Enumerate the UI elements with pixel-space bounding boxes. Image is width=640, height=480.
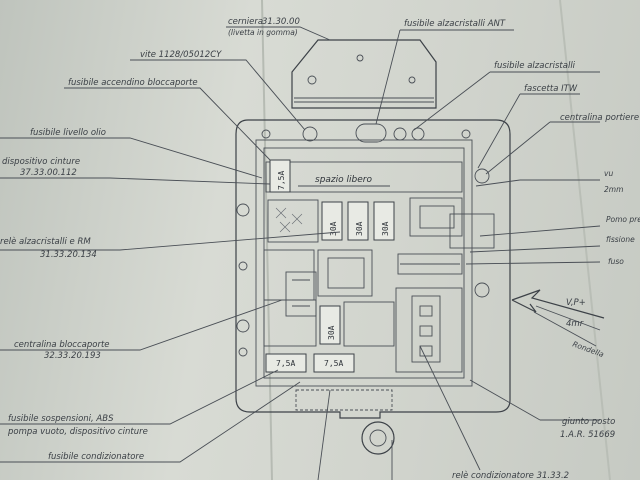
label-pompa: pompa vuoto, dispositivo cinture — [7, 427, 148, 437]
label-rondella: Rondella — [571, 339, 605, 359]
label-centralina-porte: centralina portiere — [560, 113, 639, 123]
label-fusibile-alz-post: fusibile alzacristalli — [494, 61, 576, 71]
direction-arrow — [511, 289, 605, 347]
fuse-f1: 7,5A — [269, 159, 291, 193]
relay-row-upper — [267, 197, 463, 243]
fuse-f5-rating: 30A — [327, 325, 336, 340]
fuse-f3: 30A — [347, 201, 369, 241]
label-right-frag4: Pomo pre — [606, 215, 640, 224]
label-vite: vite 1128/05012CY — [140, 50, 222, 60]
paper-fold — [261, 0, 273, 480]
label-fusibile-livello: fusibile livello olio — [30, 128, 106, 138]
label-dispositivo-code: 37.33.00.112 — [20, 168, 77, 178]
label-right-frag5: fissione — [606, 235, 635, 244]
label-fusibile-cond: fusibile condizionatore — [48, 452, 144, 462]
label-rele-cond: relè condizionatore 31.33.2 — [452, 470, 569, 480]
fuse-f5: 30A — [319, 305, 341, 345]
fuse-f6-rating: 7,5A — [276, 359, 295, 368]
fuse-f6: 7,5A — [265, 353, 307, 373]
label-fusibile-sospensioni: fusibile sospensioni, ABS — [8, 414, 114, 424]
callout-labels: cerniera 31.30.00 (livetta in gomma) fus… — [0, 17, 640, 480]
label-4mr: 4mr — [566, 319, 584, 329]
label-right-frag2: 2mm — [604, 185, 623, 194]
leader-lines — [0, 26, 601, 480]
label-rele-alz-code: 31.33.20.134 — [40, 250, 97, 260]
fuse-f2-rating: 30A — [329, 221, 338, 236]
fuse-f3-rating: 30A — [355, 221, 364, 236]
label-cerniera: cerniera — [228, 17, 263, 27]
label-rele-alz: relè alzacristalli e RM — [0, 236, 91, 247]
label-right-frag1: vu — [604, 169, 613, 178]
label-right-frag3: fuso — [608, 257, 624, 266]
label-vp: V,P+ — [566, 298, 586, 308]
label-giunto: giunto posto — [562, 417, 615, 427]
label-dispositivo-cinture: dispositivo cinture — [2, 157, 80, 167]
relay-row-lower — [263, 287, 463, 373]
fuse-f1-rating: 7,5A — [277, 171, 286, 190]
label-cerniera-note: (livetta in gomma) — [228, 28, 298, 37]
label-centralina-blocco: centralina bloccaporte — [14, 340, 110, 350]
spazio-libero-label: spazio libero — [315, 175, 372, 185]
label-fusibile-accendino: fusibile accendino bloccaporte — [68, 78, 198, 88]
hinge-bracket — [291, 39, 437, 109]
fuse-box-housing — [235, 119, 511, 455]
label-fascetta: fascetta ITW — [524, 84, 578, 94]
fuse-f4: 30A — [373, 201, 395, 241]
fuse-f4-rating: 30A — [381, 221, 390, 236]
fuse-f7: 7,5A — [313, 353, 355, 373]
label-centralina-blocco-code: 32.33.20.193 — [44, 351, 101, 361]
label-fusibile-ant: fusibile alzacristalli ANT — [404, 19, 506, 29]
spazio-libero-area: spazio libero — [265, 161, 463, 193]
fuse-f7-rating: 7,5A — [324, 359, 343, 368]
fuse-f2: 30A — [321, 201, 343, 241]
paper-fold — [559, 0, 611, 480]
label-cerniera-code: 31.30.00 — [262, 17, 300, 27]
relay-row-middle — [263, 249, 463, 317]
label-giunto-code: 1.A.R. 51669 — [560, 430, 615, 440]
